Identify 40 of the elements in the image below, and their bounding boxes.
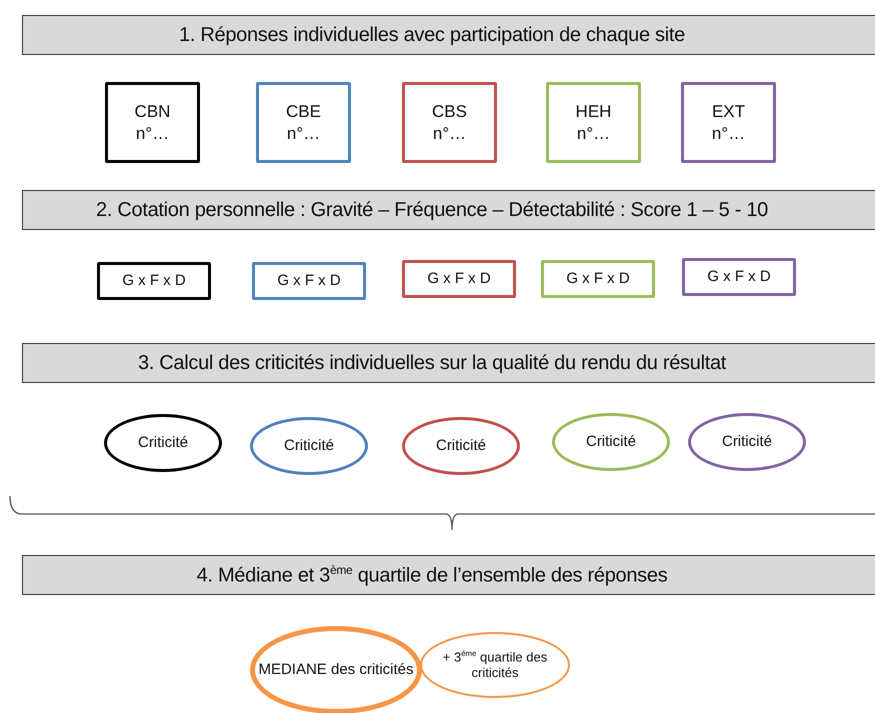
site-box [256,82,351,163]
criticality-label: Criticité [722,432,772,452]
site-label: HEH [576,101,612,122]
score-formula: G x F x D [427,270,491,288]
site-label: CBN [134,101,170,122]
criticality-label: Criticité [436,436,486,456]
site-label: n°… [712,122,746,144]
section-title: 3. Calcul des criticités individuelles sur la qualité du rendu du résultat [138,352,726,374]
quartile-label: + 3$^{ème}$ quartile des criticités [442,648,548,682]
criticality-label: Criticité [284,436,334,456]
section-header-bar [22,15,875,55]
score-box [252,262,366,300]
median-label: MEDIANE des criticités [258,660,414,680]
criticality-label: Criticité [586,432,636,452]
score-box [682,258,796,296]
site-label: CBS [432,101,467,122]
score-box [97,262,211,300]
score-box [402,260,516,298]
site-label: n°… [136,122,170,144]
section-title: 4. Médiane et 3$^{ème}$ quartile de l’ensemble des réponses [196,562,668,588]
score-formula: G x F x D [566,270,630,288]
section-header-bar [22,190,875,230]
section-title: 1. Réponses individuelles avec participation de chaque site [179,24,685,46]
score-box [541,260,655,298]
section-title: 2. Cotation personnelle : Gravité – Fréquence – Détectabilité : Score 1 – 5 - 10 [96,198,768,222]
score-formula: G x F x D [707,268,771,286]
score-formula: G x F x D [277,272,341,290]
score-formula: G x F x D [122,272,186,290]
site-box [105,82,200,163]
site-label: n°… [432,122,466,144]
site-box [681,82,776,163]
section-header-bar [22,343,875,383]
site-box [402,82,497,163]
section-header-bar [22,555,875,595]
site-label: CBE [286,101,321,122]
site-label: n°… [286,122,320,144]
site-label: n°… [576,122,610,144]
criticality-label: Criticité [138,434,188,452]
site-label: EXT [712,101,746,122]
site-box [546,82,641,163]
